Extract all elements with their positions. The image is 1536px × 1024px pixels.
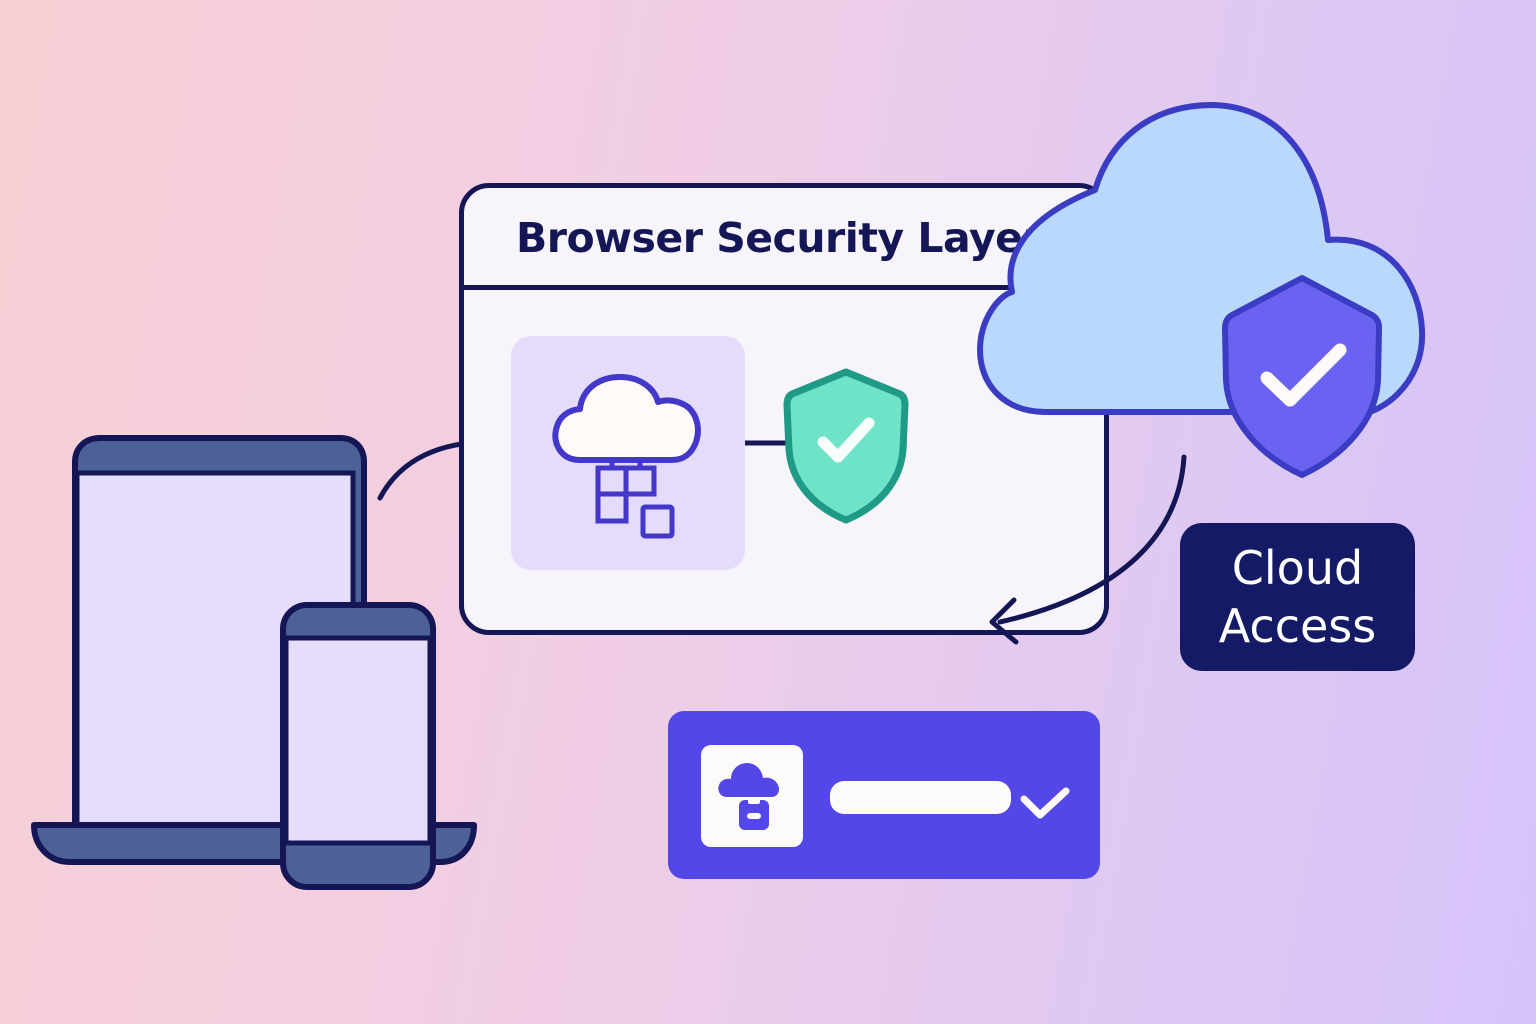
window-header: Browser Security Layer <box>464 188 1104 290</box>
cloud-lock-icon <box>718 763 779 830</box>
check-icon <box>1020 787 1070 819</box>
window-title: Browser Security Layer <box>516 214 1043 262</box>
phone-icon <box>280 602 436 890</box>
login-input[interactable] <box>830 781 1011 814</box>
secure-login-card <box>668 711 1100 879</box>
cloud-access-badge: Cloud Access <box>1180 523 1415 671</box>
cloud-lock-icon-box <box>701 745 803 847</box>
cloud-access-label: Cloud Access <box>1218 541 1377 653</box>
arrowhead-left-icon <box>989 597 1019 645</box>
arrow-cloud-to-browser <box>997 454 1187 625</box>
shield-check-icon <box>783 368 909 524</box>
cloud-grid-icon <box>552 374 701 539</box>
